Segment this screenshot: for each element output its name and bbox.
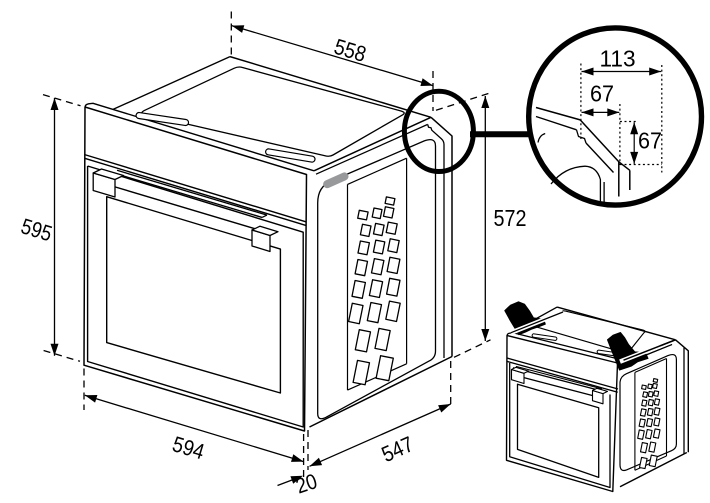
- svg-text:67: 67: [590, 81, 614, 107]
- svg-text:113: 113: [600, 45, 636, 71]
- svg-text:67: 67: [638, 128, 662, 154]
- svg-text:572: 572: [494, 205, 527, 231]
